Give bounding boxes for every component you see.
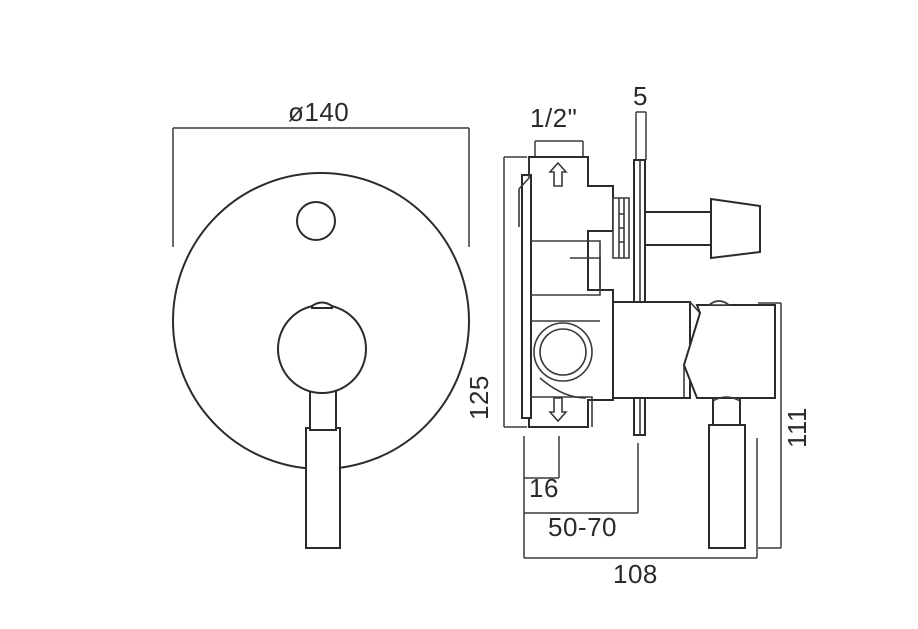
total-projection-dimension: 108 [523, 438, 758, 589]
outlet-port-fillet [539, 377, 587, 399]
diverter-knob-assembly [644, 197, 761, 260]
handle-base-block [612, 301, 691, 399]
front-diverter-button [296, 201, 336, 241]
valve-internal-notch [570, 257, 601, 290]
handle-body [682, 304, 776, 399]
diameter-label: ø140 [288, 97, 349, 127]
handle-neck [712, 397, 741, 426]
plate-thickness-label: 5 [633, 81, 648, 111]
plate-thickness-dimension: 5 [633, 81, 648, 160]
outlet-arrow-glyph [548, 397, 568, 423]
front-lever-neck [309, 387, 337, 431]
handle-drop-dimension: 111 [758, 302, 812, 549]
inlet-flow-arrow [548, 161, 568, 187]
inlet-thread-dimension: 1/2" [530, 103, 584, 163]
side-section-view: 1/2" 5 125 [464, 81, 812, 589]
outlet-flow-arrow [548, 397, 568, 423]
diameter-dimension: ø140 [172, 97, 470, 247]
diverter-knob [710, 197, 761, 260]
side-lever-handle [612, 300, 776, 549]
outlet-port-inner [539, 328, 587, 376]
recess-depth-label: 50-70 [548, 512, 617, 542]
front-lever-shaft [305, 427, 341, 549]
diverter-shaft [644, 211, 712, 246]
valve-body [518, 156, 614, 428]
inlet-thread-label: 1/2" [530, 103, 577, 133]
handle-nub [706, 300, 732, 306]
rear-depth-dimension: 16 [523, 436, 560, 503]
rear-depth-label: 16 [529, 473, 559, 503]
valve-internal-step-bottom [531, 396, 593, 427]
body-height-dimension: 125 [464, 156, 527, 428]
front-elevation-view: ø140 [172, 97, 470, 549]
recess-depth-dimension: 50-70 [523, 443, 639, 542]
inlet-arrow-glyph [548, 161, 568, 187]
valve-back-plate [521, 174, 532, 419]
handle-lever-shaft [708, 424, 746, 549]
handle-drop-label: 111 [782, 407, 812, 448]
spindle-collar [612, 197, 630, 259]
total-projection-label: 108 [613, 559, 658, 589]
valve-upper-chamfer [518, 157, 530, 227]
body-height-label: 125 [464, 375, 494, 420]
front-lever-handle [277, 301, 367, 549]
front-lever-nub [311, 301, 333, 309]
front-lever-hub [277, 304, 367, 394]
handle-neck-fillet [712, 396, 741, 402]
